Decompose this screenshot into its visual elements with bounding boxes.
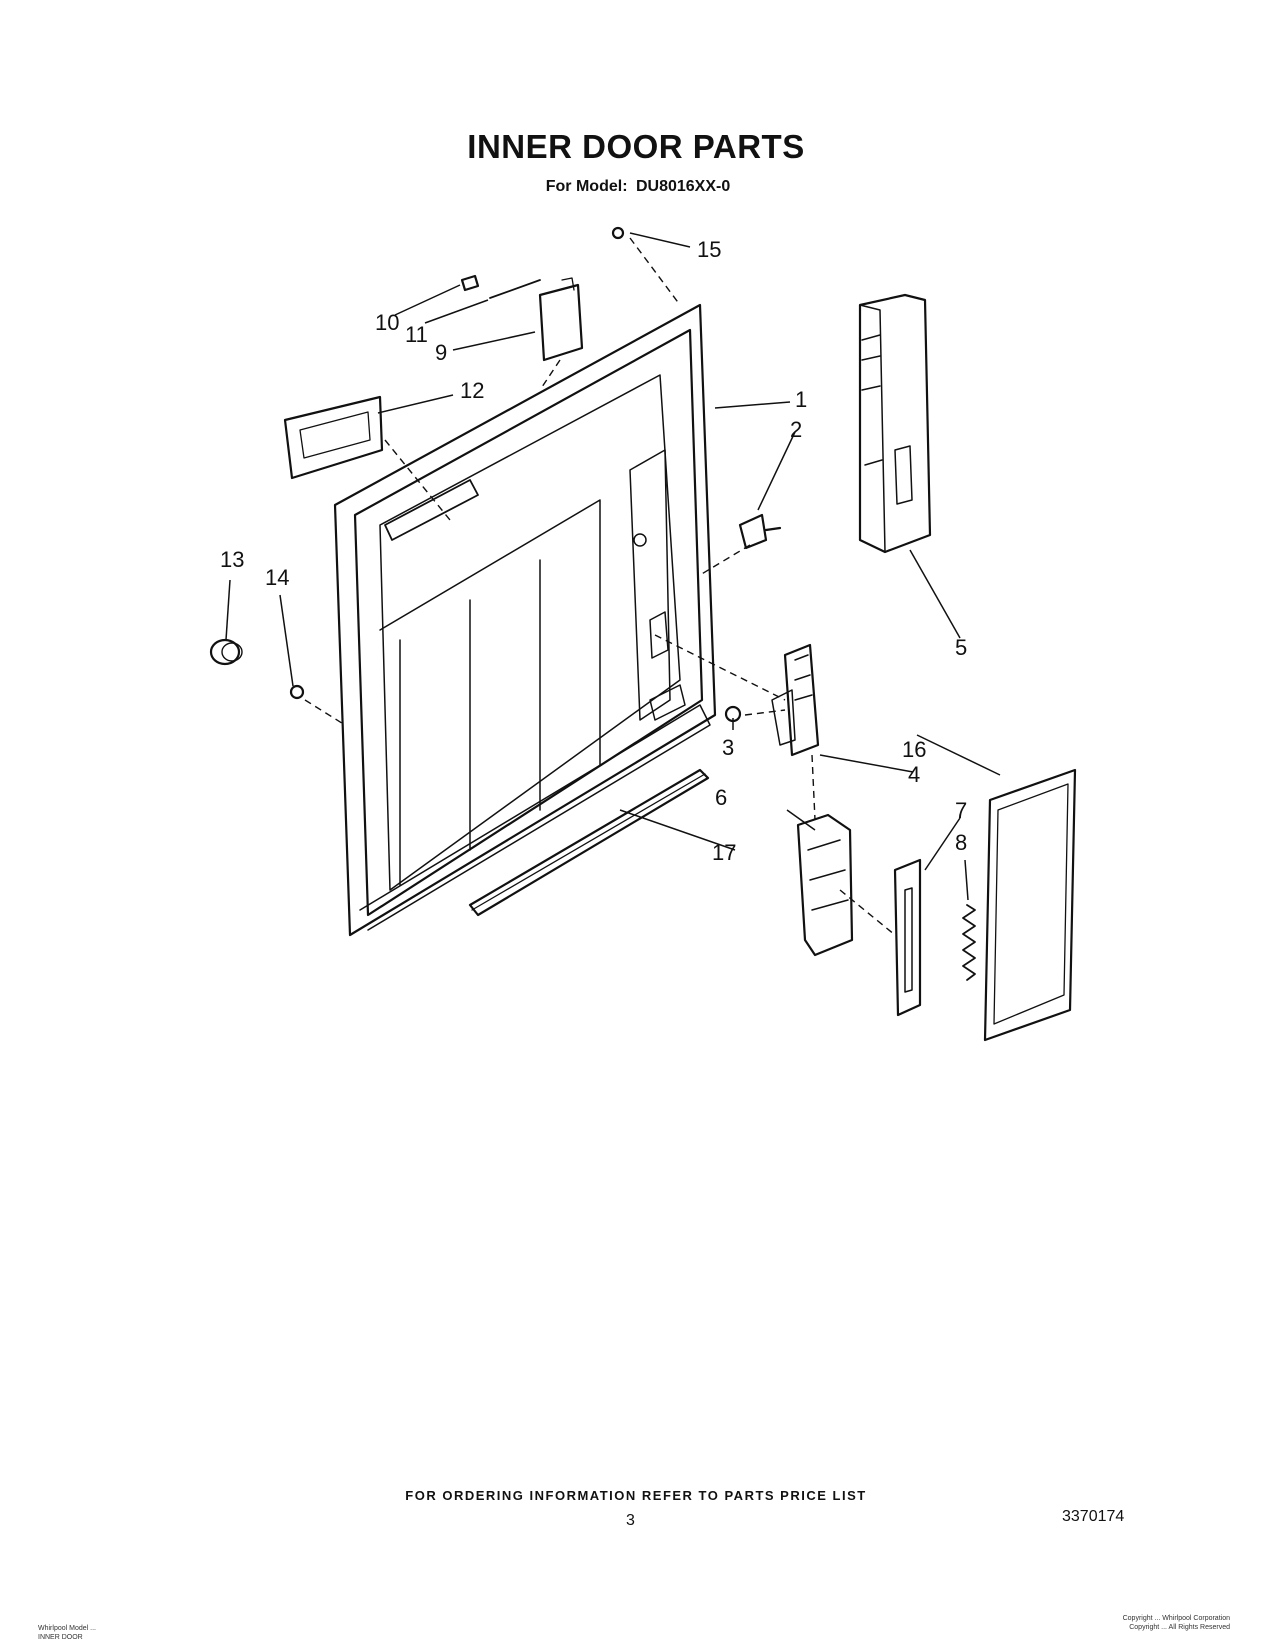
- fine-print-line: Copyright ... Whirlpool Corporation: [1122, 1615, 1230, 1622]
- callout-6: 6: [715, 785, 727, 810]
- callout-1: 1: [795, 387, 807, 412]
- fine-print-line: Whirlpool Model ...: [38, 1625, 96, 1632]
- callout-7: 7: [955, 798, 967, 823]
- callout-13: 13: [220, 547, 244, 572]
- callout-17: 17: [712, 840, 736, 865]
- part-11-screw: [489, 279, 541, 299]
- callout-16: 16: [902, 737, 926, 762]
- fine-print-line: INNER DOOR: [38, 1634, 83, 1641]
- part-10-nut: [460, 274, 480, 292]
- callout-2: 2: [790, 417, 802, 442]
- model-label: For Model:: [545, 178, 628, 195]
- part-15-screw: [611, 226, 625, 240]
- ordering-note: FOR ORDERING INFORMATION REFER TO PARTS …: [405, 1488, 867, 1503]
- callout-15: 15: [697, 237, 721, 262]
- callout-14: 14: [265, 565, 289, 590]
- callout-5: 5: [955, 635, 967, 660]
- callout-3: 3: [722, 735, 734, 760]
- part-2-clip: [738, 513, 782, 550]
- callout-10: 10: [375, 310, 399, 335]
- left-fine-print: Whirlpool Model ... INNER DOOR: [38, 1624, 96, 1642]
- right-fine-print: Copyright ... Whirlpool Corporation Copy…: [1030, 1614, 1230, 1632]
- part-8-spring: [962, 904, 976, 981]
- part-14-washer: [289, 684, 305, 700]
- part-13-knob: [209, 638, 243, 666]
- part-5-module: [858, 293, 932, 554]
- page-title: INNER DOOR PARTS: [467, 128, 805, 165]
- part-7-bracket: [893, 858, 922, 1017]
- part-17-strip: [468, 768, 710, 917]
- part-6-latch-base: [796, 813, 854, 957]
- model-subtitle: For Model: DU8016XX-0: [0, 178, 1272, 196]
- callout-9: 9: [435, 340, 447, 365]
- inner-door-panel: [333, 303, 717, 937]
- part-9-plate: [538, 277, 584, 362]
- page-number: 3: [626, 1512, 635, 1529]
- callout-12: 12: [460, 378, 484, 403]
- part-12-bracket: [283, 395, 384, 480]
- part-4-latch: [771, 643, 820, 757]
- document-number: 3370174: [1062, 1508, 1125, 1525]
- part-16-cover: [983, 768, 1077, 1042]
- fine-print-line: Copyright ... All Rights Reserved: [1129, 1624, 1230, 1631]
- callout-4: 4: [908, 762, 920, 787]
- callout-11: 11: [405, 322, 428, 347]
- model-number: DU8016XX-0: [635, 178, 731, 195]
- callout-8: 8: [955, 830, 967, 855]
